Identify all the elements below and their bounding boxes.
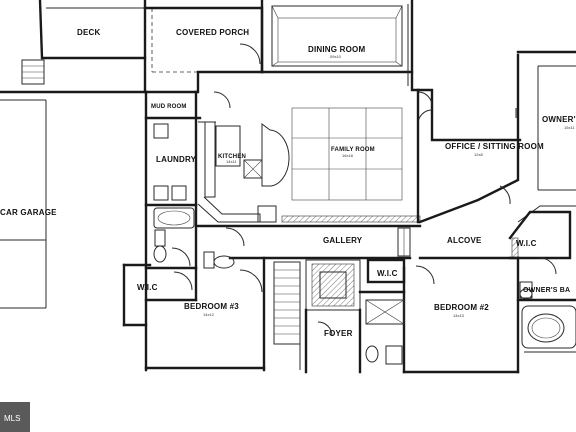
label-foyer: FOYER — [324, 329, 353, 338]
label-bedroom-3: BEDROOM #3 — [184, 302, 239, 311]
center-wic — [358, 258, 406, 365]
dim-office: 12x8 — [474, 152, 483, 157]
bedroom-2-area — [415, 265, 576, 353]
dim-bedroom-2: 14x13 — [453, 313, 465, 318]
label-garage: CAR GARAGE — [0, 208, 57, 217]
owners-area — [499, 50, 576, 275]
label-laundry: LAUNDRY — [156, 155, 197, 164]
label-alcove: ALCOVE — [447, 236, 482, 245]
deck-area — [21, 0, 147, 85]
label-gallery: GALLERY — [323, 236, 363, 245]
dim-owners-suite: 15x11 — [564, 125, 575, 130]
covered-porch-area — [143, 6, 264, 74]
gallery-area — [194, 224, 520, 260]
label-office: OFFICE / SITTING ROOM — [445, 142, 544, 151]
dim-bedroom-3: 14x12 — [203, 312, 215, 317]
label-owners-suite: OWNER'S — [542, 115, 576, 124]
label-bedroom-2: BEDROOM #2 — [434, 303, 489, 312]
dim-family-room: 16x18 — [342, 153, 354, 158]
service-rooms — [144, 90, 231, 270]
stairs-foyer — [273, 259, 362, 374]
mls-watermark: MLS — [0, 402, 30, 432]
label-covered-porch: COVERED PORCH — [176, 28, 249, 37]
label-dining-room: DINING ROOM — [308, 45, 365, 54]
family-room-area — [291, 88, 433, 224]
label-mud-room: MUD ROOM — [151, 104, 187, 110]
kitchen-area — [197, 121, 421, 223]
room-labels: DECK COVERED PORCH DINING ROOM 09x10 OWN… — [0, 28, 576, 338]
label-kitchen: KITCHEN — [218, 154, 246, 160]
label-wic-alcove: W.I.C — [516, 239, 537, 248]
garage-area — [0, 90, 152, 327]
label-wic-center: W.I.C — [377, 269, 398, 278]
label-owners-bath: OWNER'S BA — [523, 287, 570, 294]
mls-brand: MLS — [4, 414, 20, 423]
dim-dining-room: 09x10 — [330, 54, 342, 59]
label-wic-left: W.I.C — [137, 283, 158, 292]
label-deck: DECK — [77, 28, 100, 37]
dim-kitchen: 14x11 — [226, 159, 237, 164]
dining-room-area — [260, 0, 414, 86]
bedroom-3-area — [144, 251, 263, 302]
label-family-room: FAMILY ROOM — [331, 147, 375, 153]
